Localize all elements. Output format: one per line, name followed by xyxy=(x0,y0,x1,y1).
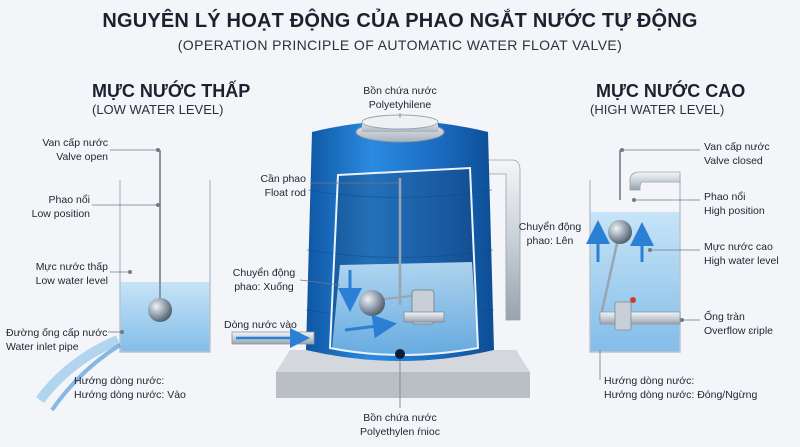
right-heading: MỰC NƯỚC CAO xyxy=(596,81,746,101)
page-title: NGUYÊN LÝ HOẠT ĐỘNG CỦA PHAO NGẮT NƯỚC T… xyxy=(102,10,698,32)
left-label-flow: Hướng dòng nước:Hướng dòng nước: Vào xyxy=(74,375,186,401)
right-label-flow: Hướng dòng nước:Hướng dòng nước: Đóng/Ng… xyxy=(604,375,758,401)
center-tank xyxy=(231,113,530,408)
page-subtitle: (OPERATION PRINCIPLE OF AUTOMATIC WATER … xyxy=(177,37,623,53)
left-low-level-illustration xyxy=(36,148,211,412)
left-subheading: (LOW WATER LEVEL) xyxy=(92,102,224,117)
center-label-inflow: Dòng nước vào xyxy=(224,319,297,331)
right-high-level-illustration xyxy=(586,148,700,380)
right-subheading: (HIGH WATER LEVEL) xyxy=(590,102,725,117)
left-heading: MỰC NƯỚC THẤP xyxy=(92,81,251,101)
